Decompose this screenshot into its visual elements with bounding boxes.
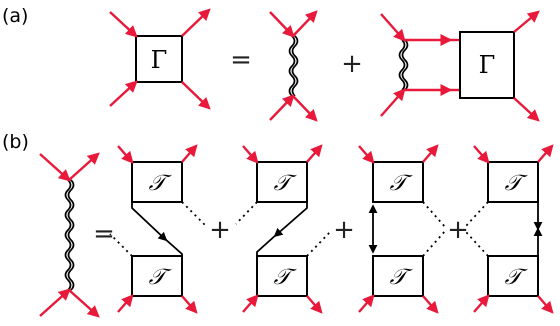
t-matrix-box: [131, 161, 183, 203]
dotted-line: [465, 231, 489, 257]
gamma-vertex-lhs: Γ: [109, 8, 211, 110]
external-leg-arrow: [117, 294, 134, 313]
external-leg-arrow: [422, 295, 439, 314]
dotted-line: [109, 233, 133, 257]
external-leg-arrow: [181, 144, 198, 163]
dotted-line: [422, 201, 447, 229]
gamma-box: [459, 31, 515, 99]
t-matrix-term-3: 𝒯 𝒯: [358, 144, 447, 314]
external-leg-arrow: [513, 97, 540, 122]
external-leg-arrow: [181, 295, 198, 314]
external-leg-arrow: [39, 153, 71, 182]
dotted-line: [422, 229, 447, 257]
interaction-wavy-line: [64, 179, 72, 291]
external-leg-arrow: [242, 294, 259, 313]
external-leg-arrow: [242, 145, 259, 164]
propagator-line: [256, 233, 278, 256]
external-leg-arrow: [181, 8, 211, 37]
interaction-wavy-line: [401, 39, 409, 91]
t-matrix-box: [131, 255, 183, 297]
interaction-wavy-line: [288, 35, 296, 97]
propagator-line: [273, 202, 308, 238]
interaction-wavy-line: [398, 39, 406, 91]
external-leg-arrow: [473, 294, 490, 313]
plus-sign: +: [447, 215, 469, 245]
external-leg-arrow: [537, 295, 554, 314]
bare-interaction-term: [269, 10, 318, 122]
equals-sign: =: [230, 45, 252, 75]
external-leg-arrow: [109, 11, 138, 38]
external-leg-arrow: [358, 145, 375, 164]
t-matrix-box: [372, 161, 424, 203]
external-leg-arrow: [39, 288, 71, 317]
external-leg-arrow: [68, 289, 100, 318]
t-matrix-box: [487, 255, 539, 297]
external-leg-arrow: [473, 145, 490, 164]
external-leg-arrow: [181, 81, 211, 110]
external-leg-arrow: [117, 145, 134, 164]
external-leg-arrow: [380, 13, 406, 42]
plus-sign: +: [209, 215, 231, 245]
dotted-line: [181, 201, 207, 227]
t-matrix-term-2: 𝒯 𝒯: [235, 144, 331, 314]
external-leg-arrow: [380, 88, 406, 117]
external-leg-arrow: [306, 295, 323, 314]
external-leg-arrow: [537, 144, 554, 163]
gamma-symbol: Γ: [151, 46, 168, 74]
external-leg-arrow: [513, 10, 540, 33]
interaction-wavy-line: [291, 35, 299, 97]
t-matrix-box: [487, 161, 539, 203]
external-leg-arrow: [269, 94, 295, 121]
propagator-line: [131, 202, 168, 242]
external-leg-arrow: [68, 152, 100, 181]
dotted-line: [465, 201, 489, 227]
t-matrix-box: [372, 255, 424, 297]
interaction-wavy-line: [67, 179, 75, 291]
external-leg-arrow: [109, 80, 138, 107]
gamma-box: [135, 35, 183, 83]
external-leg-arrow: [292, 10, 318, 37]
plus-sign: +: [341, 49, 363, 79]
external-leg-arrow: [292, 95, 318, 122]
external-leg-arrow: [422, 144, 439, 163]
external-leg-arrow: [269, 11, 295, 38]
gamma-symbol: Γ: [479, 51, 496, 79]
external-leg-arrow: [358, 294, 375, 313]
ladder-gamma-term: Γ: [380, 10, 540, 122]
equals-sign: =: [93, 219, 115, 249]
external-leg-arrow: [306, 144, 323, 163]
t-matrix-term-1: 𝒯 𝒯: [109, 144, 207, 314]
t-matrix-term-4: 𝒯 𝒯: [465, 144, 554, 314]
t-matrix-box: [256, 255, 308, 297]
t-matrix-box: [256, 161, 308, 203]
plus-sign: +: [333, 215, 355, 245]
panel-b-label: (b): [2, 131, 29, 153]
dotted-line: [306, 231, 331, 257]
panel-a-label: (a): [2, 5, 28, 27]
propagator-line: [163, 237, 183, 256]
effective-interaction-lhs: [39, 152, 100, 318]
dotted-line: [235, 201, 258, 225]
